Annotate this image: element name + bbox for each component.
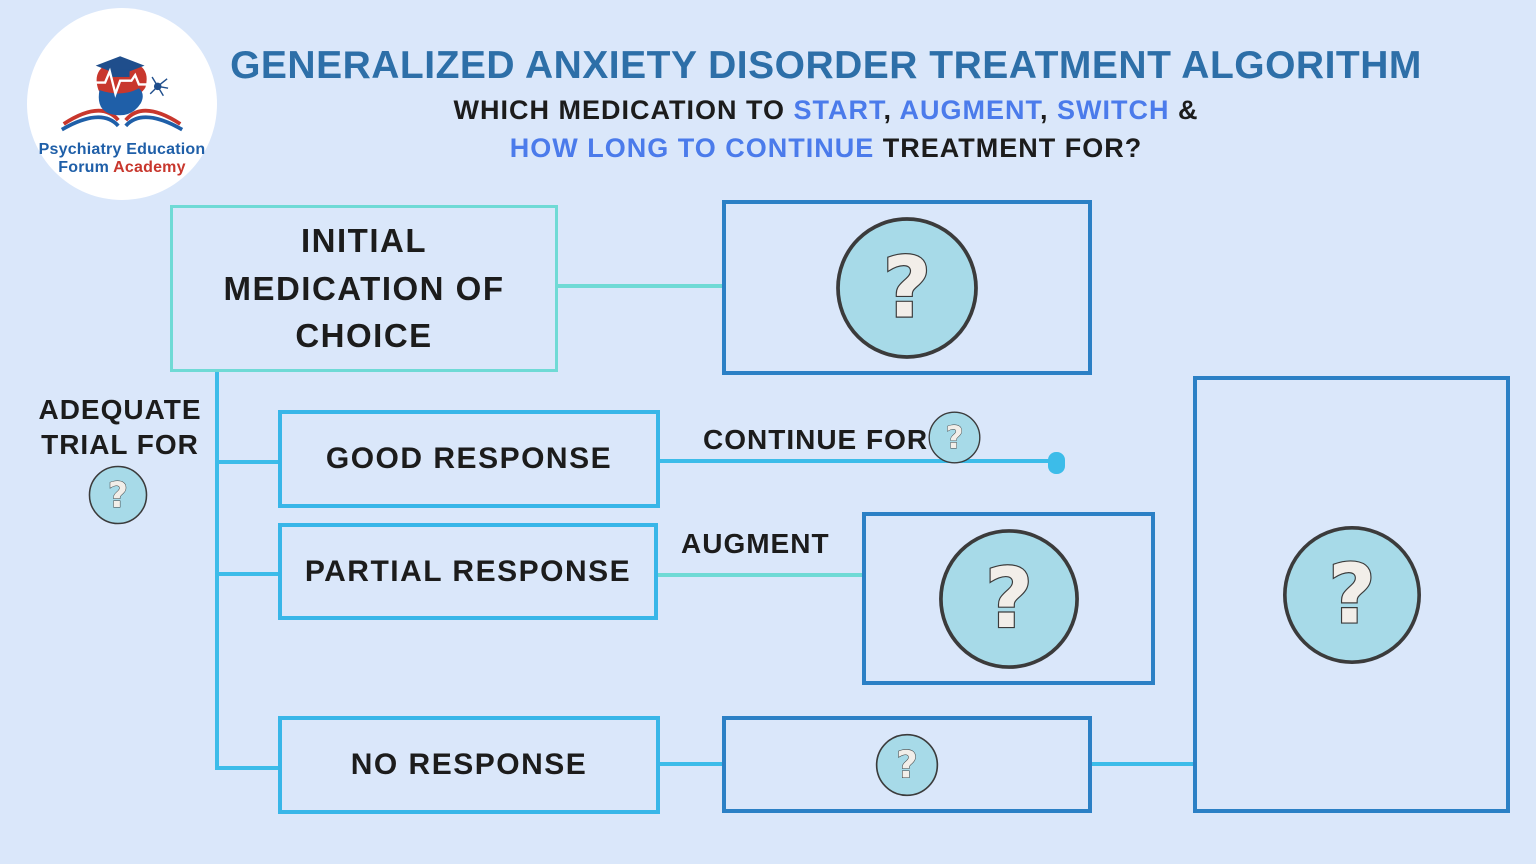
start-medication-answer-box <box>722 200 1092 375</box>
initial-medication-box: INITIAL MEDICATION OF CHOICE <box>170 205 558 372</box>
question-icon <box>927 410 982 465</box>
connector-no-to-switch <box>660 762 722 766</box>
connector-trunk-vertical <box>215 372 219 770</box>
partial-response-box: PARTIAL RESPONSE <box>278 523 658 620</box>
logo-text-line1: Psychiatry Education <box>38 141 206 158</box>
subtitle-keyword-start: START <box>793 95 884 125</box>
question-icon <box>874 732 940 798</box>
subtitle-seg: , <box>883 95 900 125</box>
connector-endpoint-dot <box>1048 452 1065 474</box>
connector-branch-good <box>219 460 278 464</box>
no-response-box: NO RESPONSE <box>278 716 660 814</box>
logo-word-academy: Academy <box>113 159 186 176</box>
continue-for-label: CONTINUE FOR <box>703 424 929 455</box>
connector-augment <box>658 573 862 577</box>
logo-text-line2: Forum Academy <box>58 159 185 177</box>
subtitle-seg: , <box>1040 95 1058 125</box>
subtitle-keyword-how-long: HOW LONG TO CONTINUE <box>509 133 875 163</box>
logo-word-forum: Forum <box>58 159 110 176</box>
good-response-box: GOOD RESPONSE <box>278 410 660 508</box>
page-title: GENERALIZED ANXIETY DISORDER TREATMENT A… <box>230 44 1422 87</box>
subtitle-line2: HOW LONG TO CONTINUE TREATMENT FOR? <box>116 133 1536 164</box>
subtitle-seg: WHICH MEDICATION TO <box>453 95 794 125</box>
subtitle-keyword-augment: AUGMENT <box>899 95 1040 125</box>
logo: Psychiatry Education Forum Academy <box>27 8 217 200</box>
connector-initial-to-start <box>558 284 722 288</box>
connector-continue-for <box>660 459 1050 463</box>
adequate-trial-label: ADEQUATE TRIAL FOR <box>38 394 202 460</box>
final-options-box <box>1193 376 1510 813</box>
question-icon <box>832 213 982 363</box>
connector-switch-to-final <box>1092 762 1193 766</box>
augment-answer-box <box>862 512 1155 685</box>
connector-branch-no <box>219 766 278 770</box>
question-icon <box>1279 522 1425 668</box>
subtitle-keyword-switch: SWITCH <box>1057 95 1170 125</box>
augment-label: AUGMENT <box>681 528 830 559</box>
subtitle-seg: TREATMENT FOR? <box>874 133 1143 163</box>
switch-answer-box <box>722 716 1092 813</box>
subtitle-line1: WHICH MEDICATION TO START, AUGMENT, SWIT… <box>116 95 1536 126</box>
subtitle-seg: & <box>1169 95 1199 125</box>
question-icon <box>935 525 1083 673</box>
connector-branch-partial <box>219 572 278 576</box>
brain-graduation-logo-icon <box>60 56 184 132</box>
question-icon <box>87 464 149 526</box>
